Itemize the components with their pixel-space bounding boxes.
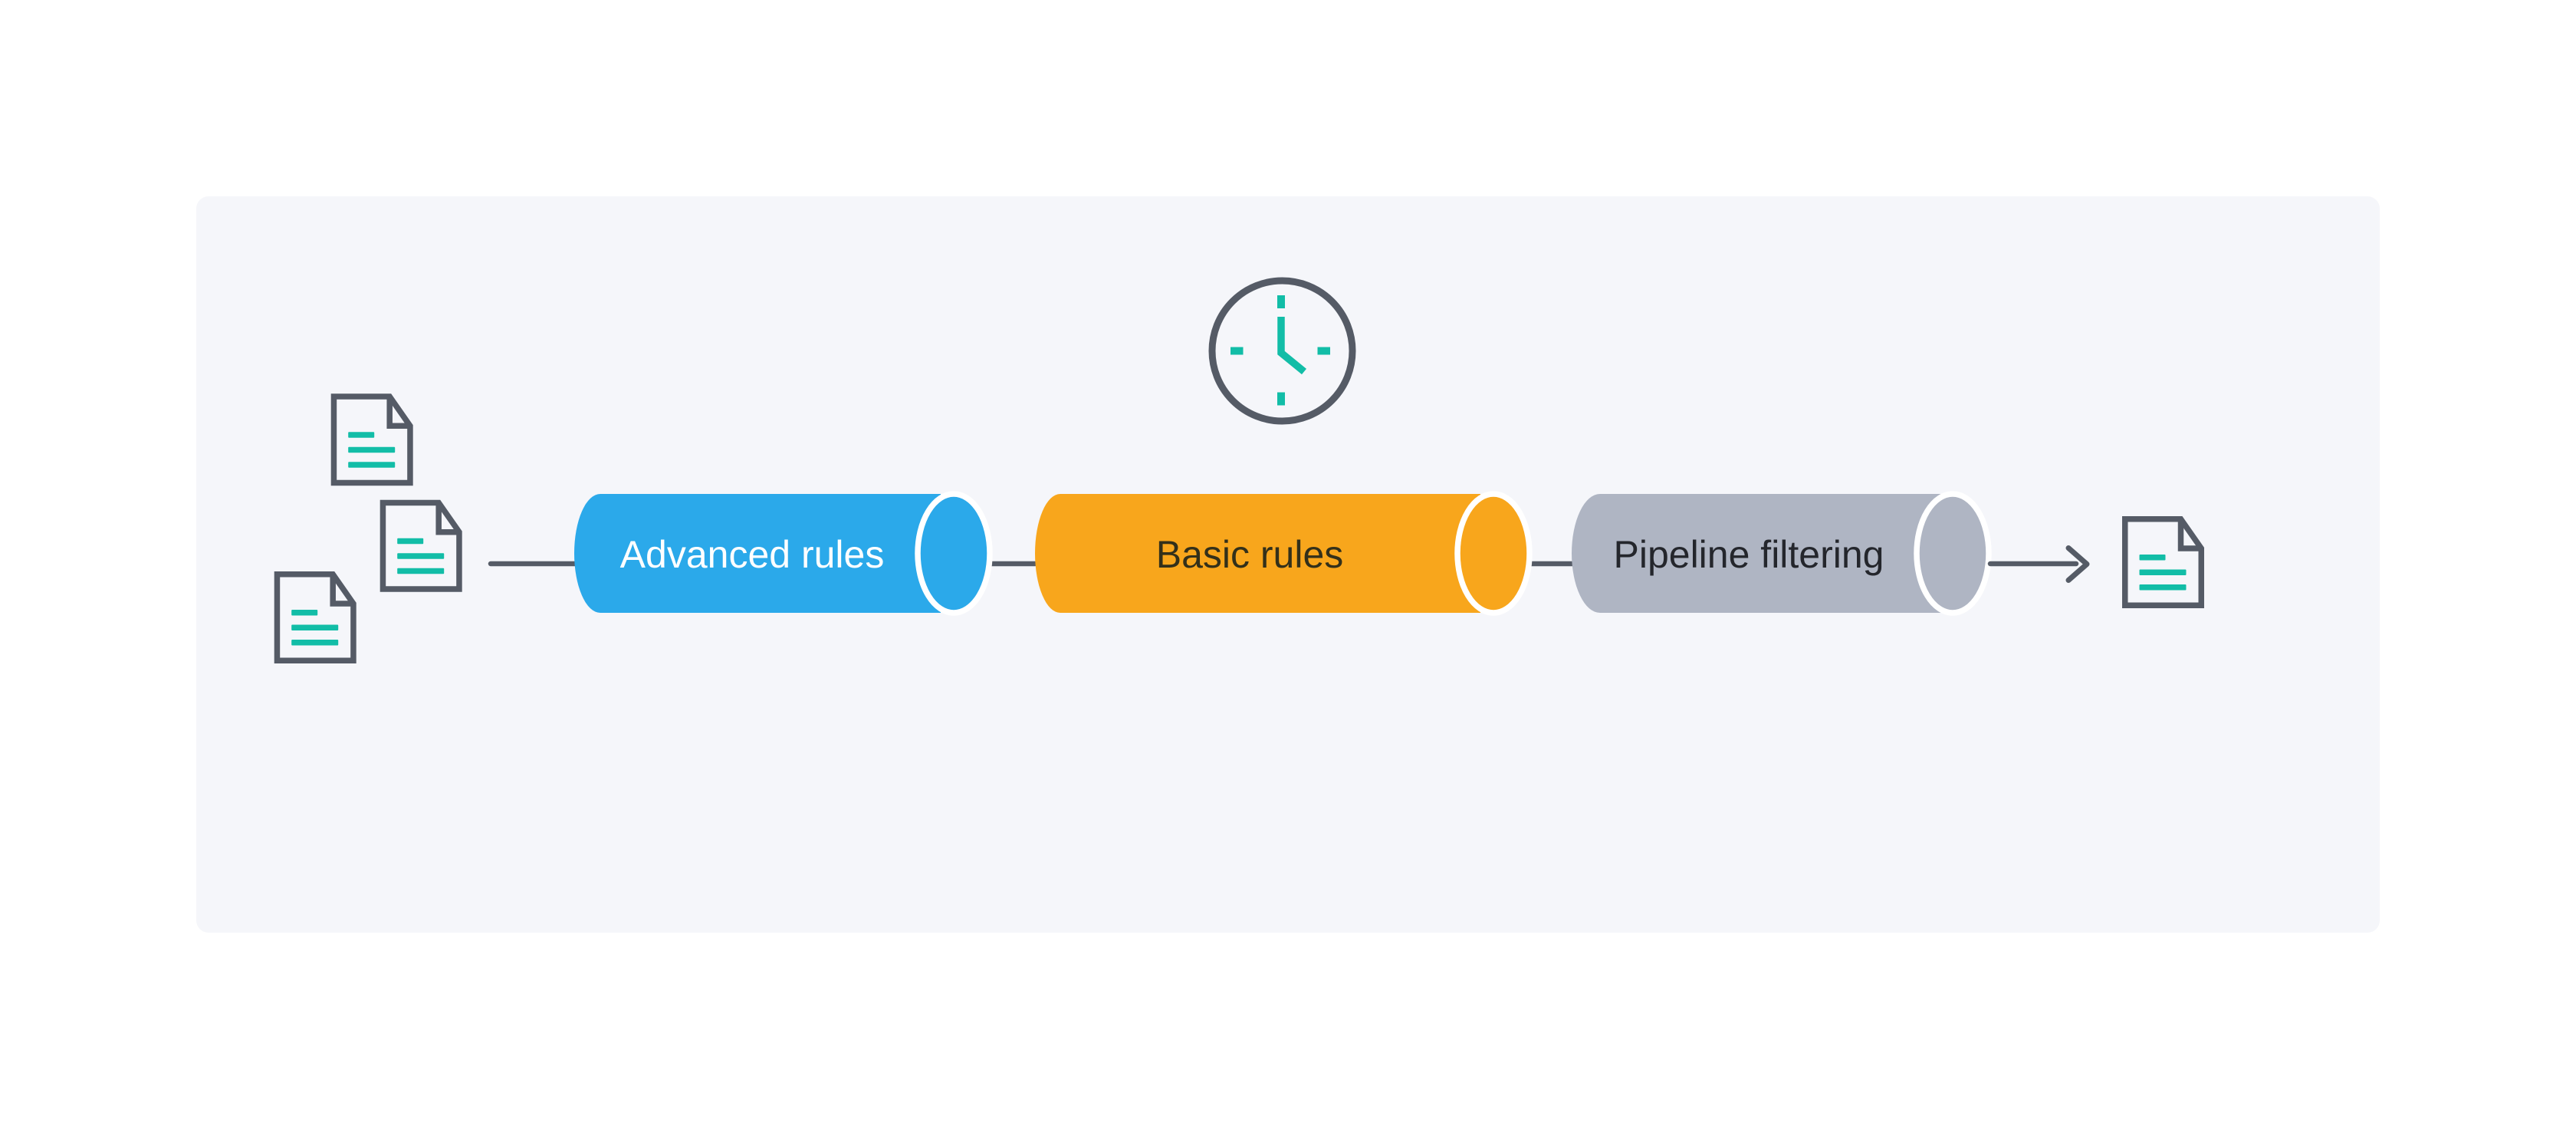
stage-label-pipeline-filtering: Pipeline filtering xyxy=(1614,533,1884,576)
clock-tick-3 xyxy=(1317,347,1330,355)
arrow-right-icon xyxy=(1987,545,2090,583)
stage-advanced-rules: Advanced rules xyxy=(574,491,993,616)
cylinder-body xyxy=(1060,494,1480,613)
cylinder-body xyxy=(600,494,941,613)
clock-icon xyxy=(1208,277,1356,425)
clock-tick-9 xyxy=(1230,347,1244,355)
stage-label-advanced-rules: Advanced rules xyxy=(620,533,885,576)
clock-tick-6 xyxy=(1277,392,1285,406)
clock-tick-12 xyxy=(1277,295,1285,308)
stage-label-basic-rules: Basic rules xyxy=(1156,533,1344,576)
cylinder-end-cap xyxy=(915,491,993,616)
clock-ring xyxy=(1208,277,1356,425)
cylinder-end-cap xyxy=(1454,491,1533,616)
cylinder-body xyxy=(1600,494,1942,613)
arrow-head xyxy=(2065,545,2090,583)
cylinder-end-cap xyxy=(1914,491,1992,616)
clock-hands xyxy=(1277,317,1307,375)
stage-basic-rules: Basic rules xyxy=(1035,491,1533,616)
stage-pipeline-filtering: Pipeline filtering xyxy=(1572,491,1992,616)
